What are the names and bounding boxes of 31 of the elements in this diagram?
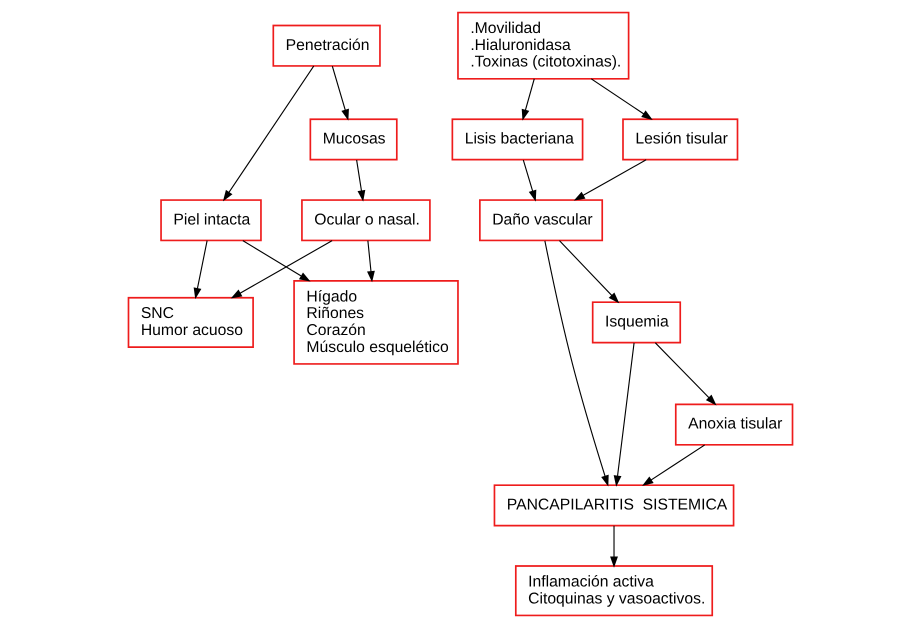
- node-box: SNC Humor acuoso: [127, 296, 254, 348]
- node-box: Mucosas: [309, 118, 398, 160]
- arrow: [654, 342, 716, 406]
- node-box: Lisis bacteriana: [451, 118, 583, 160]
- node-box: .Movilidad .Hialuronidasa .Toxinas (citotoxinas).: [456, 12, 629, 80]
- node-box: Piel intacta: [160, 199, 262, 242]
- node-box: Penetración: [272, 24, 380, 67]
- arrow: [590, 78, 652, 120]
- arrow: [573, 159, 646, 201]
- node-box: PANCAPILARITIS SISTEMICA: [493, 484, 734, 526]
- arrow: [610, 526, 618, 568]
- node-box: Anoxia tisular: [674, 404, 793, 446]
- arrow: [331, 66, 348, 121]
- arrow: [544, 240, 608, 486]
- arrow: [356, 160, 365, 202]
- arrow: [642, 444, 705, 486]
- node-box: Inflamación activa Citoquinas y vasoactivos.: [514, 565, 713, 616]
- node-box: Ocular o nasal.: [300, 199, 430, 242]
- arrow: [613, 342, 634, 487]
- arrow: [366, 240, 374, 282]
- arrow: [193, 240, 208, 300]
- node-box: Hígado Riñones Corazón Músculo esquelético: [292, 280, 458, 365]
- arrow: [230, 240, 332, 299]
- arrow: [242, 240, 310, 282]
- node-box: Isquemia: [591, 301, 681, 344]
- arrow: [222, 66, 314, 202]
- node-box: Lesión tisular: [622, 118, 738, 160]
- arrow: [522, 160, 536, 202]
- arrow: [558, 240, 619, 304]
- node-box: Daño vascular: [478, 199, 603, 242]
- arrow: [521, 78, 534, 121]
